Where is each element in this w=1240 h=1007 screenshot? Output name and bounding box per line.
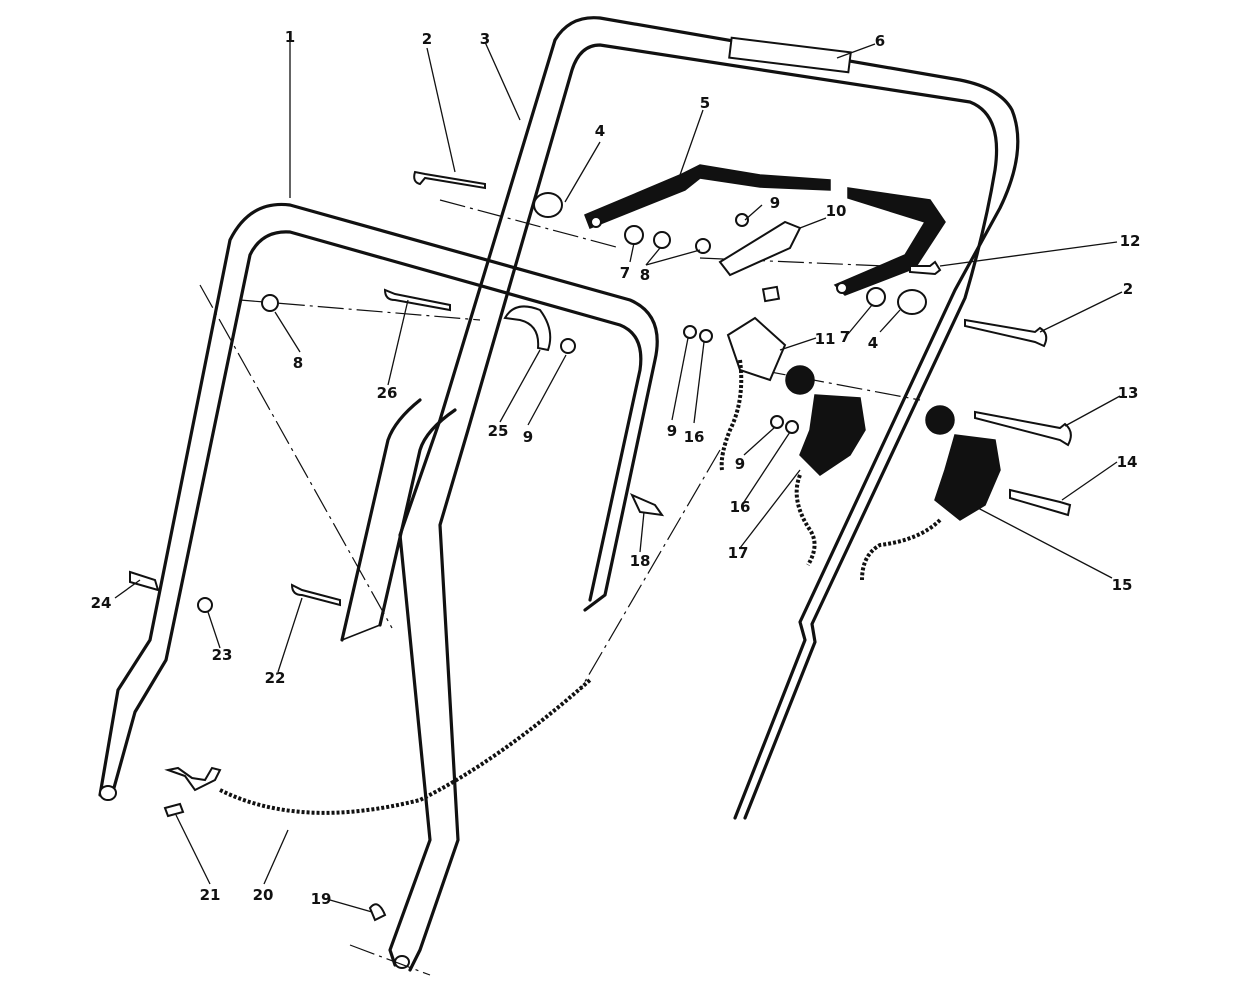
callout-numbers: 1 2 2 3 4 4 5 6 7 7 8 8 9 9 9 9 10 11 12…	[91, 28, 1141, 908]
callout-8-left: 8	[293, 354, 303, 372]
callout-19: 19	[311, 890, 332, 908]
switch-11	[726, 316, 787, 382]
callout-10: 10	[826, 202, 847, 220]
callout-23: 23	[212, 646, 233, 664]
callout-20: 20	[253, 886, 274, 904]
hardware	[129, 170, 1072, 922]
callout-24: 24	[91, 594, 112, 612]
callout-21: 21	[200, 886, 221, 904]
control-bar	[584, 164, 946, 296]
callout-6: 6	[875, 32, 885, 50]
callout-9-top: 9	[770, 194, 780, 212]
callout-3: 3	[480, 30, 490, 48]
callout-7-right: 7	[840, 328, 850, 346]
callout-11: 11	[815, 330, 836, 348]
callout-22: 22	[265, 669, 286, 687]
callout-4-right: 4	[868, 334, 878, 352]
callout-16-switch: 16	[684, 428, 705, 446]
callout-8-top: 8	[640, 266, 650, 284]
cables	[219, 359, 942, 815]
upper-handle	[388, 16, 1020, 972]
callout-2-left: 2	[422, 30, 432, 48]
callout-14: 14	[1117, 453, 1138, 471]
callout-9-lever: 9	[735, 455, 745, 473]
callout-2-right: 2	[1123, 280, 1133, 298]
bracket-10	[718, 220, 802, 277]
bushing-4b	[897, 289, 927, 315]
center-lines	[199, 199, 931, 976]
callout-9-switch: 9	[667, 422, 677, 440]
carriage-bolt-2b	[964, 318, 1048, 348]
control-levers	[785, 365, 1001, 521]
carriage-bolt-2a	[413, 170, 486, 190]
callout-26: 26	[377, 384, 398, 402]
callout-5: 5	[700, 94, 710, 112]
callout-7-left: 7	[620, 264, 630, 282]
callout-13: 13	[1118, 384, 1139, 402]
callout-18: 18	[630, 552, 651, 570]
callout-1: 1	[285, 28, 295, 46]
callout-9-eyebolt: 9	[523, 428, 533, 446]
bushing-4a	[533, 192, 563, 218]
callout-12: 12	[1120, 232, 1141, 250]
lower-handle	[98, 202, 659, 801]
callout-4-left: 4	[595, 122, 605, 140]
callout-17: 17	[728, 544, 749, 562]
callout-25: 25	[488, 422, 509, 440]
handle-grip-plate	[728, 36, 852, 74]
callout-15: 15	[1112, 576, 1133, 594]
leader-lines	[114, 38, 1123, 913]
callout-16-lever: 16	[730, 498, 751, 516]
